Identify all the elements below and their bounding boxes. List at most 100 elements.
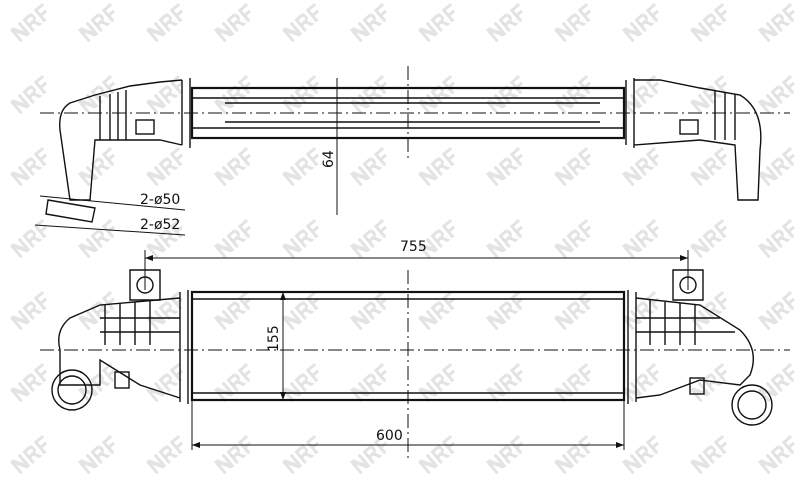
watermark-logo [758, 3, 796, 43]
watermark-logo [418, 363, 456, 403]
watermark-logo [214, 291, 252, 331]
right-front-ribs [636, 300, 735, 345]
watermark-logo [146, 147, 184, 187]
watermark-logo [486, 75, 524, 115]
watermark-logo [350, 3, 388, 43]
right-front-sensor [689, 377, 705, 395]
left-front-inlet [51, 369, 93, 411]
watermark-logo [486, 3, 524, 43]
watermark-logo [486, 147, 524, 187]
left-front-tank [58, 290, 189, 404]
watermark-logo [418, 435, 456, 475]
watermark-logo [10, 147, 48, 187]
dim-64-label: 64 [321, 150, 337, 168]
right-mount [679, 276, 697, 294]
watermark-logo [282, 219, 320, 259]
watermark-logo [622, 147, 660, 187]
watermark-logo [486, 435, 524, 475]
watermark-logo [690, 147, 728, 187]
watermark-logo [690, 219, 728, 259]
dim-755-label: 755 [400, 239, 427, 255]
watermark-logo [758, 219, 796, 259]
watermark-logo [622, 435, 660, 475]
watermark-logo [10, 3, 48, 43]
watermark-logo [214, 147, 252, 187]
left-front-ribs [100, 300, 180, 345]
left-front-sensor [114, 371, 130, 389]
watermark-logo [350, 291, 388, 331]
top-view: 2-ø50 2-ø52 64 [34, 66, 790, 236]
watermark-logo [350, 435, 388, 475]
left-sensor [135, 119, 155, 135]
watermark-logo [690, 3, 728, 43]
watermark-logo [146, 75, 184, 115]
dim-52-line [34, 224, 186, 236]
watermark-logo [758, 147, 796, 187]
watermark-logo [146, 435, 184, 475]
right-front-outlet [731, 384, 773, 426]
watermark-logo [758, 75, 796, 115]
watermark-logo [622, 291, 660, 331]
watermark-logo [282, 75, 320, 115]
watermark-logo [486, 291, 524, 331]
front-view: 755 155 600 [40, 239, 790, 460]
left-tank-ribs [99, 90, 127, 140]
watermark-logo [10, 219, 48, 259]
right-mount-bracket [672, 269, 704, 301]
watermark-logo [78, 435, 116, 475]
watermark-logo [486, 363, 524, 403]
watermark-logo [554, 363, 592, 403]
watermark-logo [622, 3, 660, 43]
watermark-logo [78, 219, 116, 259]
watermark-logo [214, 363, 252, 403]
watermark-logo [350, 75, 388, 115]
left-mount [136, 276, 154, 294]
watermark-logo [622, 219, 660, 259]
watermark-logo [418, 219, 456, 259]
watermark-logo [282, 147, 320, 187]
watermark-logo [78, 3, 116, 43]
watermark-logo [758, 291, 796, 331]
watermark-logo [554, 75, 592, 115]
watermark-logo [690, 363, 728, 403]
dim-600-label: 600 [376, 428, 403, 444]
watermark-logo [418, 3, 456, 43]
watermark-logo [622, 363, 660, 403]
watermark-logo [554, 147, 592, 187]
watermark-logo [418, 75, 456, 115]
watermark-logo [350, 147, 388, 187]
watermark-logo [282, 435, 320, 475]
watermark-logo [554, 435, 592, 475]
left-mount-bracket [129, 269, 161, 301]
diameter-52-label: 2-ø52 [140, 217, 180, 233]
watermark-logo [146, 3, 184, 43]
right-sensor [679, 119, 699, 135]
left-inlet [45, 199, 96, 223]
watermark-logo [554, 3, 592, 43]
watermark-logo [554, 291, 592, 331]
watermark-logo [10, 291, 48, 331]
watermark-logo [78, 147, 116, 187]
watermark-logo [78, 75, 116, 115]
watermark-logo [10, 75, 48, 115]
dim-50-line [39, 195, 186, 211]
watermark-logo [78, 291, 116, 331]
diameter-50-label: 2-ø50 [140, 192, 180, 208]
watermark-logo [350, 363, 388, 403]
watermark-logo [282, 363, 320, 403]
watermark-logo [690, 435, 728, 475]
watermark-logo [282, 291, 320, 331]
watermark-logo [554, 219, 592, 259]
watermark-logo [758, 363, 796, 403]
right-tank-ribs [714, 90, 736, 140]
watermark-logo [146, 219, 184, 259]
right-front-outlet-inner [737, 390, 767, 420]
dim-155-label: 155 [266, 325, 282, 352]
right-front-tank [627, 290, 754, 404]
watermark-logo [214, 75, 252, 115]
left-tank [59, 78, 191, 201]
watermark-logo [486, 219, 524, 259]
watermark-logo [214, 219, 252, 259]
